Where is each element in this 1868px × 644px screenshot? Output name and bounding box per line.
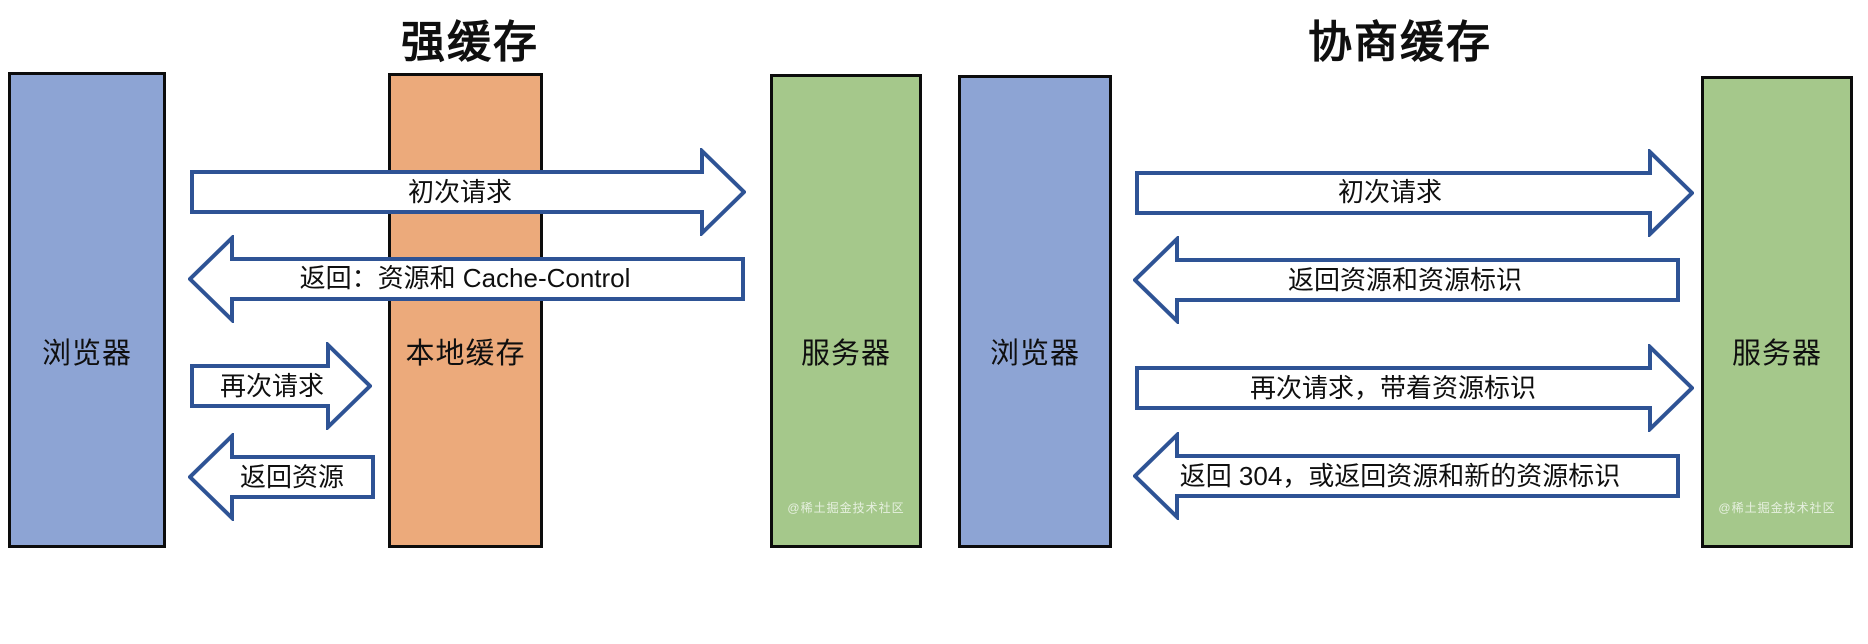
second-request-with-etag-arrow-icon [1135,344,1694,432]
arrow-label: 初次请求 [1337,177,1443,207]
initial-request-arrow-icon [1135,149,1694,237]
server-label: 服务器 [1731,338,1822,370]
arrow-label: 返回 304，或返回资源和新的资源标识 [1179,461,1621,491]
browser-node [958,75,1112,548]
return-resource-arrow-icon [188,433,375,521]
return-resource-and-etag-arrow-icon [1133,236,1680,324]
arrow-label: 再次请求 [219,371,325,401]
server-node [1701,76,1853,548]
local-cache-node [388,73,543,548]
browser-node [8,72,166,548]
arrow-label: 返回：资源和 Cache-Control [299,263,631,293]
arrow-label: 初次请求 [407,177,513,207]
local-cache-label: 本地缓存 [405,338,526,370]
negotiation-cache-title: 协商缓存 [1308,18,1492,67]
browser-label: 浏览器 [989,338,1080,370]
strong-cache-title: 强缓存 [401,18,539,67]
juejin-watermark: @稀土掘金技术社区 [787,501,905,515]
juejin-watermark: @稀土掘金技术社区 [1718,501,1836,515]
server-node [770,74,922,548]
arrow-label: 再次请求，带着资源标识 [1249,373,1537,403]
arrow-label: 返回资源和资源标识 [1287,265,1523,295]
return-resource-cache-control-arrow-icon [188,235,745,323]
server-label: 服务器 [800,338,891,370]
browser-label: 浏览器 [41,338,132,370]
return-304-or-new-resource-arrow-icon [1133,432,1680,520]
second-request-arrow-icon [190,342,372,430]
initial-request-arrow-icon [190,148,746,236]
arrow-label: 返回资源 [239,462,345,492]
